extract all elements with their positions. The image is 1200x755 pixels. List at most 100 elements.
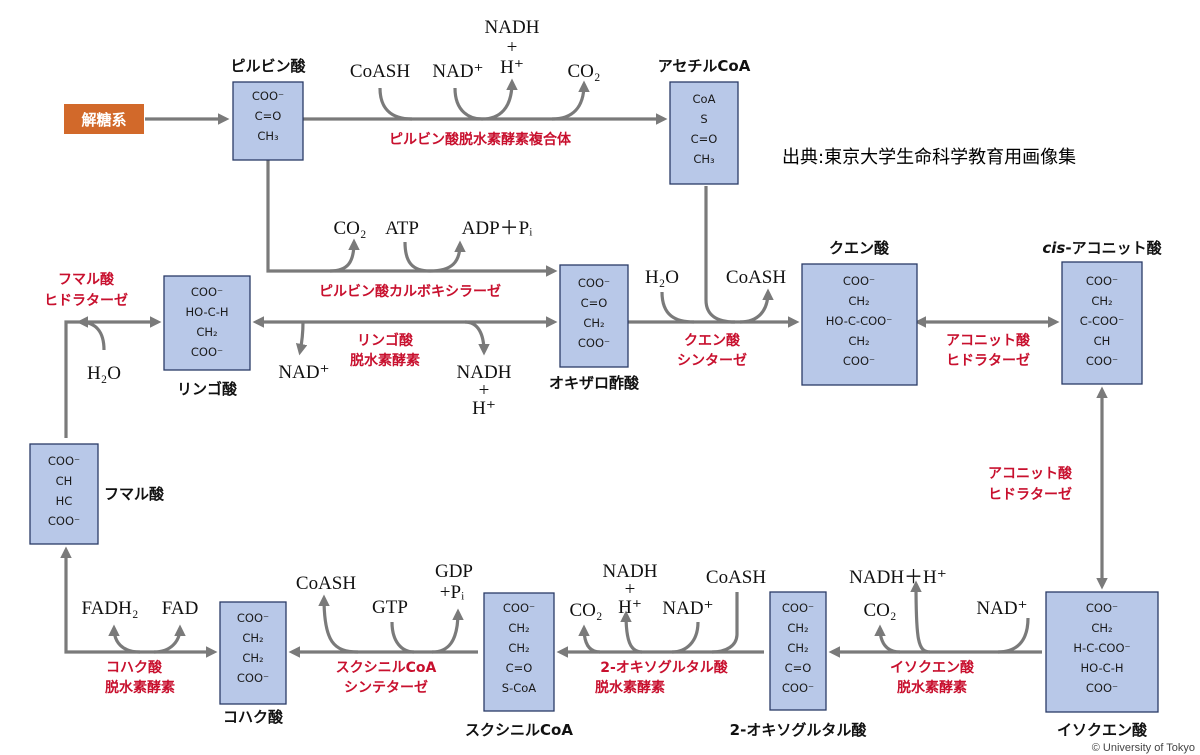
formula-line: CH₃ — [257, 129, 279, 143]
enzyme-pyruvate-carboxylase: ピルビン酸カルボキシラーゼ — [319, 283, 501, 300]
cofactor-ogdh-plus: + — [625, 579, 636, 600]
cofactor-mdh-h: H⁺ — [472, 398, 496, 419]
cofactor-pdh-plus: + — [507, 37, 518, 58]
enzyme-isocitrate-dh-2: 脱水素酵素 — [897, 679, 967, 696]
enzyme-scs-2: シンテターゼ — [344, 679, 428, 696]
glycolysis-label: 解糖系 — [81, 111, 126, 129]
enzyme-oxoglutarate-dh-2: 脱水素酵素 — [595, 679, 665, 696]
formula-line: HO-C-H — [186, 305, 229, 319]
formula-line: CH₂ — [787, 641, 808, 655]
arrow-ogdh-co2-out — [578, 624, 601, 654]
reaction-arrows — [60, 78, 1108, 658]
formula-line: CH₂ — [242, 651, 263, 665]
arrow-ogdh-nad-in — [671, 621, 700, 654]
formula-line: CH₂ — [196, 325, 217, 339]
cofactor-pc-adp: ADP＋Pᵢ — [462, 218, 533, 239]
cofactor-idh-co2: CO₂ — [863, 600, 896, 621]
arrow-sdh-fadh2-out — [108, 624, 141, 654]
formula-line: COO⁻ — [503, 601, 535, 615]
cofactor-scs-gdp: GDP — [435, 561, 473, 582]
cofactor-pdh-coash: CoASH — [350, 61, 410, 82]
isocitrate-box — [1045, 591, 1159, 713]
enzyme-aconitase-1b: ヒドラターゼ — [946, 352, 1030, 369]
formula-line: COO⁻ — [578, 336, 610, 350]
fumarate-name: フマル酸 — [104, 485, 165, 503]
enzyme-scs-1: スクシニルCoA — [336, 660, 437, 676]
cis-aconitate-name: cis-アコニット酸 — [1042, 239, 1162, 257]
enzyme-pdh: ピルビン酸脱水素酵素複合体 — [389, 131, 572, 148]
formula-line: CH₂ — [508, 641, 529, 655]
arrow-pc-co2-in — [329, 238, 360, 273]
cofactor-sdh-fadh2: FADH₂ — [82, 598, 139, 619]
arrow-cs-coash-out — [739, 288, 774, 324]
enzyme-succinate-dh-2: 脱水素酵素 — [105, 679, 175, 696]
succinate-name: コハク酸 — [223, 708, 284, 726]
arrow-pc-atp-in — [403, 241, 431, 273]
formula-line: CH₂ — [508, 621, 529, 635]
malate-box — [163, 275, 251, 371]
arrow-pdh-nadh-out — [481, 78, 518, 121]
arrow-idh-nadh-out — [910, 580, 931, 654]
formula-line: S-CoA — [502, 681, 537, 695]
cofactor-scs-coash: CoASH — [296, 573, 356, 594]
formula-line: COO⁻ — [237, 671, 269, 685]
cofactor-mdh-plus: + — [479, 380, 490, 401]
cofactor-pdh-co2: CO₂ — [567, 61, 600, 82]
malate-name: リンゴ酸 — [177, 380, 238, 398]
arrow-scs-gtp — [390, 621, 415, 654]
cofactor-ogdh-co2: CO₂ — [569, 600, 602, 621]
arrow-mdh-nadh — [464, 320, 490, 356]
isocitrate-name: イソクエン酸 — [1057, 721, 1148, 739]
enzyme-citrate-synthase-1: クエン酸 — [684, 332, 741, 349]
formula-line: COO⁻ — [252, 89, 284, 103]
arrow-pdh-coash-in — [378, 87, 413, 121]
oxoglutarate-name: 2-オキソグルタル酸 — [730, 721, 868, 739]
arrow-scs-coash-out — [318, 594, 359, 654]
arrow-fum-h2o-in — [76, 316, 106, 351]
arrow-pc-adp-out — [429, 240, 466, 273]
arrow-ogdh-nadh-out — [620, 610, 643, 654]
formula-line: COO⁻ — [48, 514, 80, 528]
formula-line: CH — [56, 474, 73, 488]
formula-line: HO-C-COO⁻ — [826, 314, 893, 328]
cofactor-mdh-nad: NAD⁺ — [278, 362, 329, 383]
formula-line: HO-C-H — [1081, 661, 1124, 675]
pyruvate-name: ピルビン酸 — [230, 57, 306, 75]
formula-line: C=O — [785, 661, 812, 675]
pyruvate-box — [232, 81, 304, 161]
formula-line: HC — [56, 494, 73, 508]
fumarate-box — [29, 443, 99, 545]
cofactor-scs-pi: +Pᵢ — [440, 582, 464, 603]
oxoglutarate-box — [769, 591, 827, 711]
source-credit: 出典:東京大学生命科学教育用画像集 — [782, 147, 1076, 168]
enzyme-fumarase-1: フマル酸 — [58, 271, 115, 288]
formula-line: COO⁻ — [237, 611, 269, 625]
formula-line: H-C-COO⁻ — [1073, 641, 1130, 655]
citrate-name: クエン酸 — [829, 239, 890, 257]
cofactor-idh-nadh: NADH＋H⁺ — [849, 567, 947, 588]
formula-line: COO⁻ — [1086, 354, 1118, 368]
oxaloacetate-name: オキザロ酢酸 — [549, 374, 640, 392]
enzyme-aconitase-2a: アコニット酸 — [988, 465, 1073, 482]
glycolysis-box — [64, 104, 144, 134]
enzyme-aconitase-2b: ヒドラターゼ — [988, 486, 1072, 503]
enzyme-oxoglutarate-dh-1: 2-オキソグルタル酸 — [600, 659, 729, 676]
cofactor-pdh-nadh: NADH — [485, 17, 540, 38]
enzyme-fumarase-2: ヒドラターゼ — [44, 292, 128, 309]
arrow-idh-nad-in — [997, 617, 1030, 654]
enzyme-isocitrate-dh-1: イソクエン酸 — [890, 659, 975, 676]
formula-line: CH₂ — [787, 621, 808, 635]
enzyme-aconitase-1a: アコニット酸 — [946, 332, 1031, 349]
copyright-text: © University of Tokyo — [1092, 742, 1195, 754]
